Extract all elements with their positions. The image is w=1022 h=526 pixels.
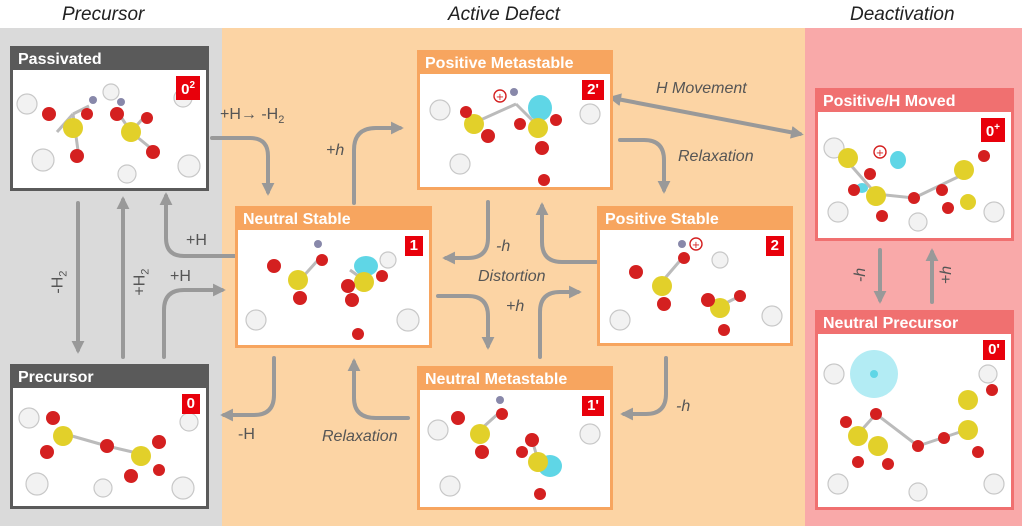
card-title: Positive Metastable [420,53,610,74]
label-h-to-h2: +H→ -H2 [220,106,285,127]
label-minus-hole-2: -h [676,398,691,415]
molecule-image [823,350,1005,502]
card-title: Positive Stable [600,209,790,230]
state-card-neutral-metastable: Neutral Metastable 1' [417,366,613,510]
state-card-neutral-precursor: Neutral Precursor 0' [815,310,1014,510]
label-minus-hole-3: -h [852,267,870,283]
svg-text:+: + [496,92,504,103]
label-plus-hole-2: +h [506,298,525,315]
molecule-image: + [429,88,601,186]
state-badge: 1 [404,236,423,256]
card-title: Passivated [13,49,206,70]
label-h-movement: H Movement [656,80,747,97]
card-title: Neutral Stable [238,209,429,230]
molecule-image [18,407,199,500]
state-badge: 0 [181,394,200,414]
state-badge: 0+ [980,118,1005,142]
molecule-image: + [823,137,1005,232]
section-title-deactivation: Deactivation [850,4,955,25]
label-relaxation-1: Relaxation [678,148,754,165]
label-relaxation-2: Relaxation [322,428,398,445]
state-badge: 02 [176,76,200,100]
label-minus-hole-1: -h [496,238,511,255]
section-title-active-defect: Active Defect [448,4,560,25]
molecule-image [16,83,201,184]
label-plus-h2: +H2 [131,268,152,296]
state-badge: 2' [582,80,604,100]
state-card-positive-metastable: Positive Metastable 2' + [417,50,613,190]
state-card-precursor: Precursor 0 [10,364,209,509]
card-title: Neutral Precursor [818,313,1011,334]
state-badge: 2 [765,236,784,256]
svg-text:+: + [692,240,700,251]
state-card-passivated: Passivated 02 [10,46,209,191]
card-title: Positive/H Moved [818,91,1011,112]
label-distortion: Distortion [478,268,546,285]
state-card-positive-h-moved: Positive/H Moved 0+ + [815,88,1014,241]
label-minus-h2: -H2 [49,270,70,294]
label-minus-h-cap: -H [238,426,255,443]
state-badge: 0' [983,340,1005,360]
state-card-neutral-stable: Neutral Stable 1 [235,206,432,348]
svg-text:+: + [876,148,884,159]
molecule-image [427,396,601,500]
state-badge: 1' [582,396,604,416]
molecule-image: + [609,237,783,336]
card-title: Precursor [13,367,206,388]
section-title-precursor: Precursor [62,4,145,25]
state-card-positive-stable: Positive Stable 2 + [597,206,793,346]
label-plus-h-lower: +H [170,268,191,285]
label-plus-hole-3: +h [938,265,956,285]
label-plus-h-upper: +H [186,232,207,249]
molecule-image [245,240,420,340]
card-title: Neutral Metastable [420,369,610,390]
label-plus-hole-1: +h [326,142,345,159]
